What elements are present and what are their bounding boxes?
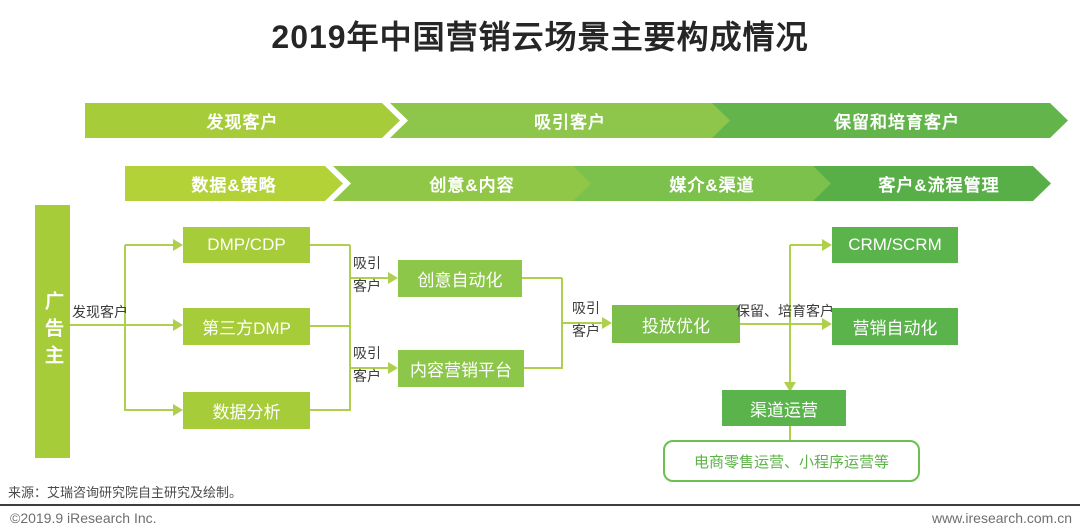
arrow-right-icon xyxy=(173,404,183,416)
channel-operations-box: 渠道运营 xyxy=(722,390,846,426)
stage-retain-nurture-customers: 保留和培育客户 xyxy=(712,103,1068,138)
dmp-cdp-box: DMP/CDP xyxy=(183,227,310,263)
arrow-right-icon xyxy=(822,318,832,330)
connector-line xyxy=(562,322,602,324)
edge-label-line: 吸引 xyxy=(353,255,381,271)
advertiser-box: 广告主 xyxy=(35,205,70,458)
third-party-dmp-box: 第三方DMP xyxy=(183,308,310,345)
connector-line xyxy=(524,367,562,369)
page-title: 2019年中国营销云场景主要构成情况 xyxy=(271,19,809,55)
edge-label-line: 客户 xyxy=(572,323,600,339)
arrow-right-icon xyxy=(602,317,612,329)
stage-discover-customers: 发现客户 xyxy=(85,103,400,138)
connector-line xyxy=(310,244,350,246)
arrow-right-icon xyxy=(388,362,398,374)
connector-line xyxy=(349,245,351,411)
connector-line xyxy=(522,277,562,279)
edge-label-line: 客户 xyxy=(353,368,381,384)
source-note: 来源：艾瑞咨询研究院自主研究及绘制。 xyxy=(8,485,243,500)
creative-automation-box: 创意自动化 xyxy=(398,260,522,297)
connector-line xyxy=(310,409,350,411)
connector-line xyxy=(789,426,791,440)
arrow-right-icon xyxy=(173,239,183,251)
data-analysis-box: 数据分析 xyxy=(183,392,310,429)
content-marketing-platform-box: 内容营销平台 xyxy=(398,350,524,387)
arrow-right-icon xyxy=(388,272,398,284)
arrow-right-icon xyxy=(173,319,183,331)
edge-label-line: 吸引 xyxy=(572,300,600,316)
connector-line xyxy=(70,324,173,326)
edge-label-attract-customers: 吸引 客户 xyxy=(353,346,381,392)
edge-label-attract-customers: 吸引 客户 xyxy=(572,301,600,347)
footer-divider xyxy=(0,504,1080,506)
connector-line xyxy=(740,323,822,325)
edge-label-line: 吸引 xyxy=(353,345,381,361)
edge-label-line: 客户 xyxy=(353,278,381,294)
stage-data-strategy: 数据&策略 xyxy=(125,166,343,201)
connector-line xyxy=(310,325,350,327)
website-url: www.iresearch.com.cn xyxy=(931,510,1072,526)
copyright-text: ©2019.9 iResearch Inc. xyxy=(10,510,157,526)
edge-label-retain-nurture: 保留、培育客户 xyxy=(736,303,834,319)
connector-line xyxy=(125,409,173,411)
stage-attract-customers: 吸引客户 xyxy=(390,103,736,138)
ecommerce-note-box: 电商零售运营、小程序运营等 xyxy=(663,440,920,482)
arrow-down-icon xyxy=(784,382,796,392)
connector-line xyxy=(790,244,822,246)
connector-line xyxy=(125,244,173,246)
connector-line xyxy=(350,367,388,369)
marketing-automation-box: 营销自动化 xyxy=(832,308,958,345)
placement-optimization-box: 投放优化 xyxy=(612,305,740,343)
crm-scrm-box: CRM/SCRM xyxy=(832,227,958,263)
edge-label-discover-customers: 发现客户 xyxy=(72,304,128,320)
stage-media-channel: 媒介&渠道 xyxy=(573,166,837,201)
arrow-right-icon xyxy=(822,239,832,251)
stage-creative-content: 创意&内容 xyxy=(333,166,597,201)
connector-line xyxy=(124,245,126,411)
edge-label-attract-customers: 吸引 客户 xyxy=(353,256,381,302)
connector-line xyxy=(789,245,791,382)
connector-line xyxy=(350,277,388,279)
stage-customer-process-mgmt: 客户&流程管理 xyxy=(813,166,1051,201)
